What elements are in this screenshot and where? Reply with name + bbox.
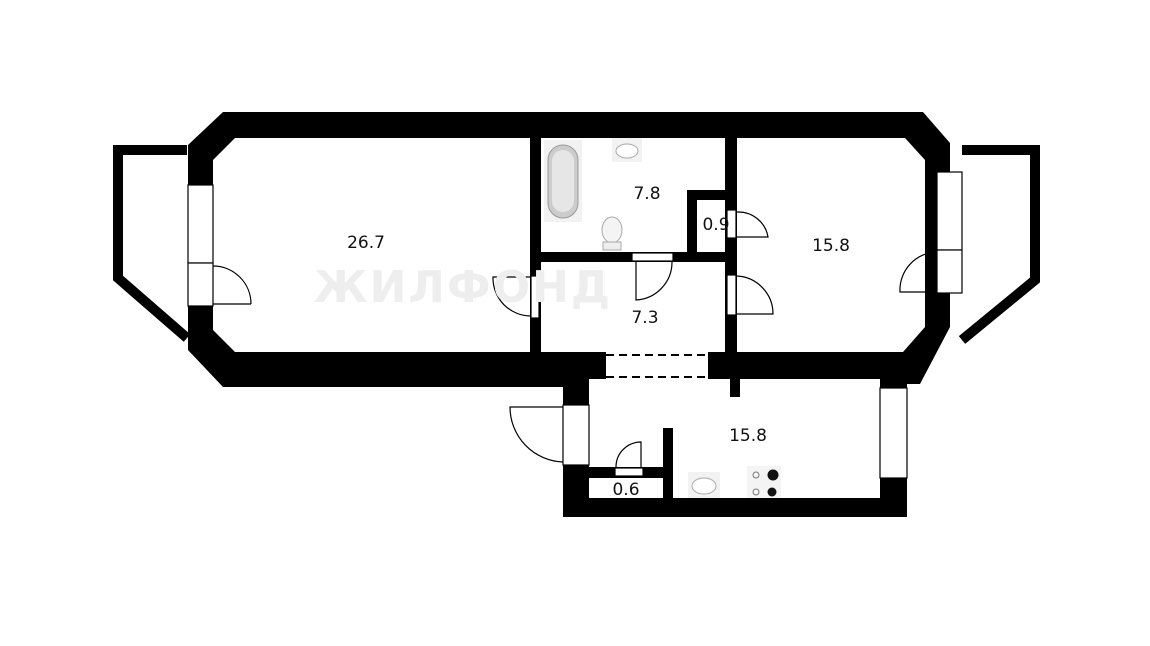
bathtub-icon (544, 140, 582, 222)
left-balcony (113, 145, 191, 342)
right-balcony (958, 145, 1040, 344)
pantry-partition (663, 428, 673, 498)
watermark: ЖИЛФОНД (314, 262, 612, 313)
living-window (187, 184, 214, 264)
living-room (213, 138, 530, 352)
bedroom-window (936, 171, 963, 251)
door-entrance (509, 406, 564, 463)
hallway (541, 262, 725, 352)
room-area-closet: 0.9 (702, 215, 729, 235)
door-bedroom-balcony (899, 251, 938, 293)
door-bedroom (726, 274, 774, 316)
room-area-kitchen: 15.8 (729, 426, 767, 446)
bedroom (737, 138, 925, 352)
door-living-balcony (212, 265, 252, 305)
room-area-pantry: 0.6 (612, 480, 639, 500)
bedroom-balcony-door (936, 249, 963, 294)
door-pantry (614, 441, 644, 477)
closet (697, 200, 725, 252)
kitchen-window (879, 387, 908, 479)
room-area-hallway: 7.3 (631, 308, 658, 328)
living-balcony-door (187, 262, 214, 307)
entrance-door-frame (562, 404, 590, 466)
door-closet (726, 209, 769, 239)
kitchen (589, 379, 880, 498)
kitchen-wall-stub (730, 379, 740, 397)
door-living-hall (492, 275, 540, 319)
room-area-bathroom: 7.8 (633, 184, 660, 204)
room-area-living: 26.7 (347, 233, 385, 253)
stove-icon (747, 466, 781, 498)
door-bath (631, 252, 674, 301)
room-area-bedroom: 15.8 (812, 236, 850, 256)
toilet-icon (601, 216, 623, 251)
sink-icon (612, 138, 642, 162)
kitchen-sink-icon (688, 472, 720, 498)
